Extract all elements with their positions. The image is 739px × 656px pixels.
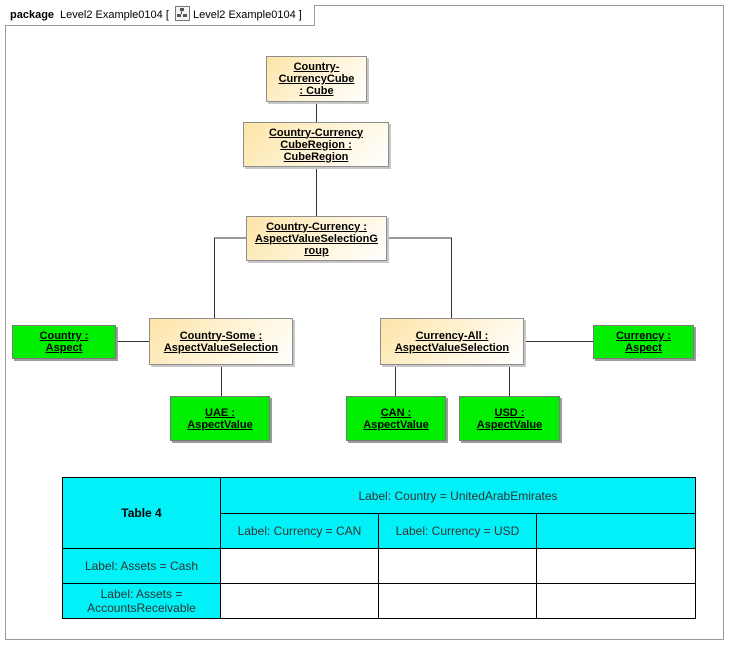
bracket-open: [ <box>165 9 169 21</box>
table-4: Table 4 Label: Country = UnitedArabEmira… <box>62 477 697 619</box>
bracket-close: ] <box>298 9 302 21</box>
table-cell[interactable] <box>220 548 379 584</box>
table-cell[interactable] <box>535 583 697 619</box>
table-cell[interactable] <box>220 583 379 619</box>
currency-header-usd: Label: Currency = USD <box>378 513 537 549</box>
table-row: Label: Assets = Cash <box>62 548 697 584</box>
currency-aspect-node[interactable]: Currency :Aspect <box>593 325 694 359</box>
table-cell[interactable] <box>378 548 537 584</box>
row-label-cash: Label: Assets = Cash <box>62 548 221 584</box>
currency-header-can: Label: Currency = CAN <box>220 513 379 549</box>
country-aspect-node[interactable]: Country :Aspect <box>12 325 116 359</box>
table-row: Label: Assets =AccountsReceivable <box>62 583 697 619</box>
link-group-country-some <box>214 237 246 318</box>
link-group-currency-all <box>387 237 452 318</box>
uae-node[interactable]: UAE :AspectValue <box>170 396 270 441</box>
can-node[interactable]: CAN :AspectValue <box>346 396 446 441</box>
usd-node[interactable]: USD :AspectValue <box>459 396 560 441</box>
currency-all-node[interactable]: Currency-All :AspectValueSelection <box>380 318 524 365</box>
table-cell[interactable] <box>378 583 537 619</box>
country-some-node[interactable]: Country-Some :AspectValueSelection <box>149 318 293 365</box>
table-title: Table 4 <box>62 477 221 549</box>
currency-header-empty <box>535 513 697 549</box>
package-name: Level2 Example0104 <box>60 9 163 21</box>
package-tab[interactable]: package Level2 Example0104 [ Level2 Examp… <box>5 5 315 26</box>
country-header: Label: Country = UnitedArabEmirates <box>219 477 697 514</box>
diagram-name: Level2 Example0104 <box>192 9 296 21</box>
cube-node[interactable]: Country-CurrencyCube: Cube <box>266 56 367 102</box>
row-label-receivable: Label: Assets =AccountsReceivable <box>62 583 221 619</box>
package-keyword: package <box>10 9 55 21</box>
diagram-icon <box>174 6 190 21</box>
table-cell[interactable] <box>535 548 697 584</box>
